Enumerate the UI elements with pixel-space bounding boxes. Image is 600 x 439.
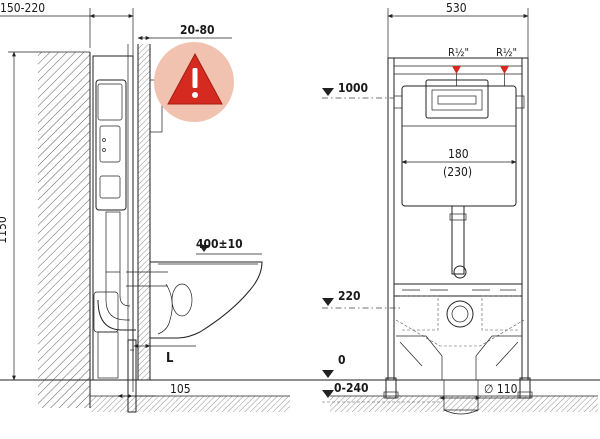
dim-pipe-dia: ∅ 110 — [484, 382, 518, 396]
floor-right — [330, 396, 598, 412]
frame-front — [387, 57, 529, 381]
level-220: 220 — [338, 289, 361, 303]
back-wall — [38, 52, 90, 408]
dim-flush-width: 180 — [448, 147, 469, 161]
inlet-left-marker — [452, 66, 461, 74]
dim-wall-offset: 20-80 — [180, 23, 215, 37]
inlet-right-marker — [500, 66, 509, 74]
valve-left: R½" — [448, 46, 469, 59]
dim-top-width: 150-220 — [0, 1, 45, 15]
frame-side — [92, 55, 134, 381]
dim-height: 1150 — [0, 216, 9, 244]
level-1000: 1000 — [338, 81, 368, 95]
dim-frame-width: 530 — [446, 1, 467, 15]
cistern-side — [95, 79, 127, 211]
dim-floor-range: 0-240 — [334, 381, 369, 395]
dim-pipe-offset: 105 — [170, 382, 191, 396]
level-0: 0 — [338, 353, 346, 367]
floor-left — [90, 396, 290, 412]
warning-badge — [154, 42, 234, 122]
side-view: 150-220 20-80 1150 400±10 L 105 — [0, 1, 335, 413]
dim-bowl-height: 400±10 — [196, 237, 243, 251]
dim-L: L — [166, 351, 174, 366]
front-cladding — [138, 44, 150, 380]
valve-right: R½" — [496, 46, 517, 59]
front-view: R½" R½" 180 (230) 530 — [322, 1, 600, 415]
dim-flush-width-alt: (230) — [443, 165, 472, 179]
toilet-bowl — [149, 261, 263, 339]
